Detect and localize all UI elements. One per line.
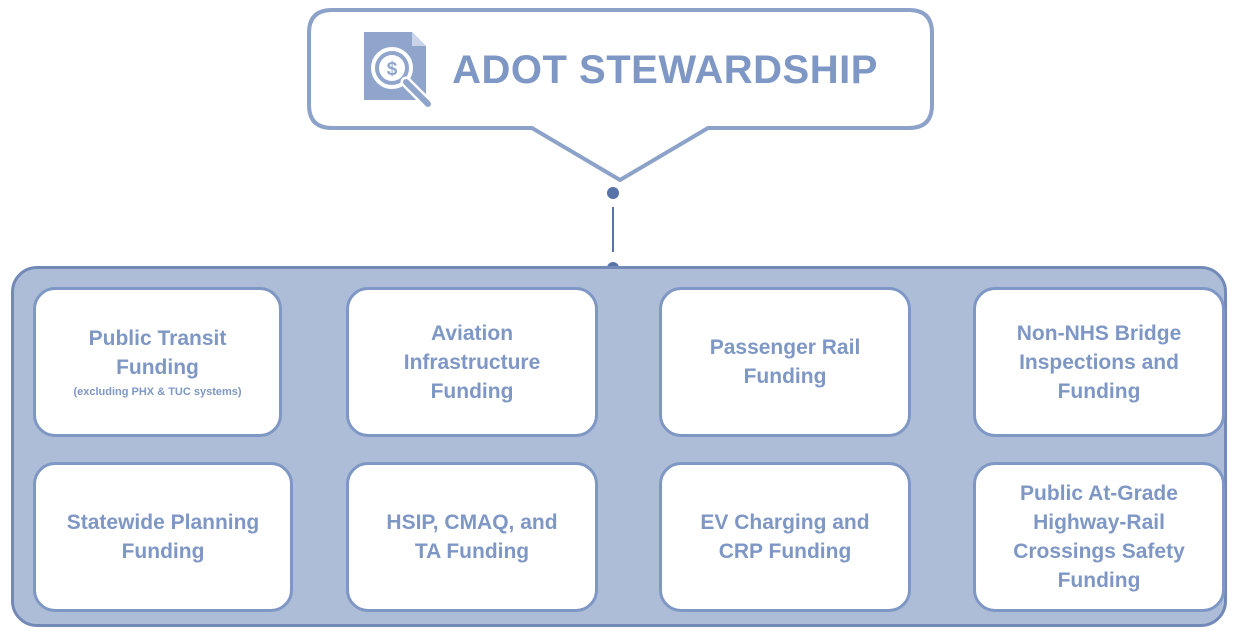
card-title: Statewide Planning Funding <box>66 511 260 563</box>
card-title: Passenger Rail Funding <box>709 336 861 388</box>
card-title: EV Charging and CRP Funding <box>700 511 870 563</box>
card-ev-charging-crp-funding: EV Charging and CRP Funding <box>659 462 911 612</box>
card-passenger-rail-funding: Passenger Rail Funding <box>659 287 911 437</box>
card-statewide-planning-funding: Statewide Planning Funding <box>33 462 293 612</box>
card-title: Non-NHS Bridge Inspections and Funding <box>1016 321 1182 403</box>
card-hsip-cmaq-ta-funding: HSIP, CMAQ, and TA Funding <box>346 462 598 612</box>
card-aviation-infrastructure-funding: Aviation Infrastructure Funding <box>346 287 598 437</box>
card-title: Aviation Infrastructure Funding <box>403 321 541 403</box>
card-title: Public At-Grade Highway-Rail Crossings S… <box>1013 482 1185 592</box>
connector-dot-top <box>607 187 619 199</box>
card-title: HSIP, CMAQ, and TA Funding <box>386 511 558 563</box>
card-title: Public Transit Funding <box>88 327 227 379</box>
card-non-nhs-bridge-funding: Non-NHS Bridge Inspections and Funding <box>973 287 1225 437</box>
document-dollar-magnifier-icon: $ <box>364 32 434 110</box>
page-title: ADOT STEWARDSHIP <box>452 47 878 92</box>
connector-line <box>612 207 614 252</box>
header-title-row: $ ADOT STEWARDSHIP <box>300 12 940 128</box>
card-public-transit-funding: Public Transit Funding (excluding PHX & … <box>33 287 282 437</box>
svg-text:$: $ <box>387 59 398 80</box>
card-highway-rail-crossings-funding: Public At-Grade Highway-Rail Crossings S… <box>973 462 1225 612</box>
card-note: (excluding PHX & TUC systems) <box>73 386 242 398</box>
